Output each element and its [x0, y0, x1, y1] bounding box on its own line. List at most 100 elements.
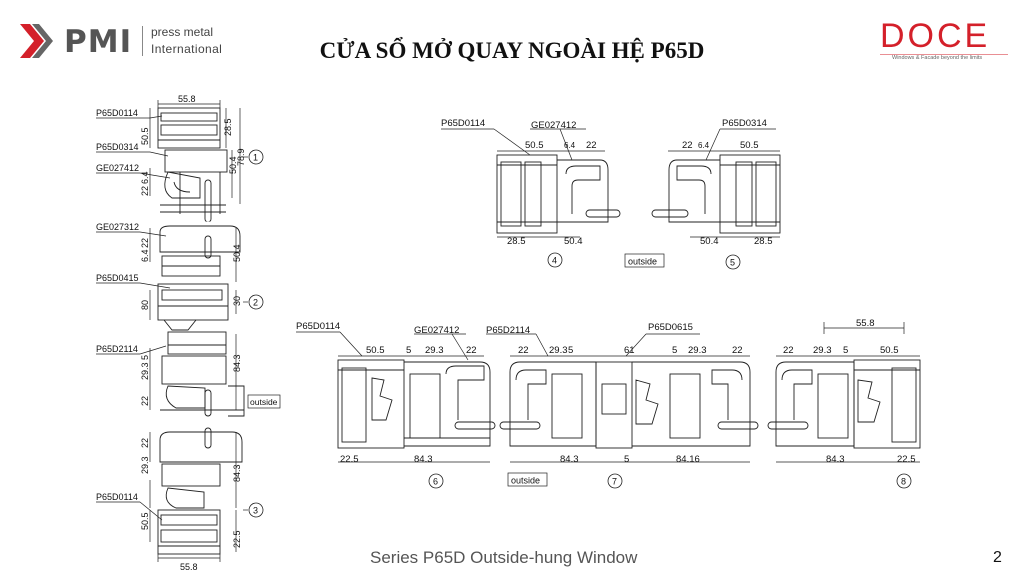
- part-code-label: P65D2114: [96, 344, 138, 354]
- callout-number: 6: [433, 477, 438, 487]
- sash-profile-mid-2: [167, 331, 227, 355]
- gasket: [445, 365, 485, 420]
- part-code-label: P65D2114: [486, 325, 530, 336]
- dim-text: 5: [140, 355, 150, 360]
- section-5: [651, 154, 781, 234]
- pmi-logo: PMI press metal International: [20, 22, 222, 64]
- dim-text: 5: [406, 345, 411, 356]
- dim-text: 50.4: [700, 236, 719, 247]
- dim-text: 22.5: [897, 454, 916, 465]
- dim-text: 55.8: [178, 94, 196, 104]
- gasket: [676, 165, 712, 214]
- part-code-label: P65D0114: [96, 108, 138, 118]
- dim-text: 22: [732, 345, 743, 356]
- section-6-dims: [296, 331, 490, 463]
- dim-text: 50.5: [366, 345, 385, 356]
- dim-text: 84.3: [414, 454, 433, 465]
- callout-number: 3: [253, 506, 258, 516]
- dim-text: 22: [518, 345, 529, 356]
- dim-text: 29.3: [140, 456, 150, 474]
- dim-text: 5: [672, 345, 677, 356]
- part-code-label: P65D0615: [648, 322, 693, 333]
- dim-text: 50.4: [228, 156, 238, 174]
- page-number: 2: [993, 549, 1002, 566]
- part-code-label: P65D0114: [441, 118, 485, 129]
- doce-underline: [880, 54, 1008, 55]
- frame-profile-bottom: [157, 509, 221, 555]
- dim-text: 22.5: [340, 454, 359, 465]
- dim-text: 78.9: [236, 148, 246, 166]
- sash-profile-lower: [161, 355, 227, 385]
- sash-profile-left: [509, 361, 597, 447]
- dim-text: 84.3: [826, 454, 845, 465]
- dim-text: 50.4: [232, 244, 242, 262]
- dim-text: 22: [140, 238, 150, 248]
- left-callouts: 1 2 3 outside: [247, 149, 281, 518]
- pmi-wordmark: PMI: [64, 24, 133, 60]
- dim-text: 50.5: [140, 512, 150, 530]
- sash-profile: [557, 159, 609, 223]
- thermal-break: [635, 379, 659, 425]
- dim-text: 50.5: [525, 140, 544, 151]
- thermal-break: [371, 377, 393, 421]
- section-8-dims: [776, 322, 920, 463]
- callout-number: 7: [612, 477, 617, 487]
- dim-text: 61: [624, 345, 635, 356]
- doce-wordmark: DOCE: [880, 17, 991, 55]
- dim-text: 5: [568, 345, 573, 356]
- gasket: [565, 165, 601, 214]
- dim-text: 22: [466, 345, 477, 356]
- dim-text: 22: [140, 438, 150, 448]
- section-6: [337, 359, 496, 449]
- gasket: [711, 369, 743, 420]
- footer-caption: Series P65D Outside-hung Window: [370, 548, 638, 567]
- left-labels: 55.8 P65D0114 P65D0314 GE027412 GE027312…: [96, 94, 246, 572]
- part-code-label: GE027312: [96, 222, 139, 232]
- glass-pane: [204, 427, 212, 449]
- pmi-subtitle-1: press metal: [151, 25, 214, 39]
- glass-pane: [767, 421, 809, 430]
- dim-text: 22: [586, 140, 597, 151]
- thermal-break: [857, 379, 881, 423]
- sash-profile: [404, 361, 491, 447]
- dim-text: 5: [624, 454, 629, 465]
- pmi-separator: [142, 26, 143, 56]
- section-6-labels: P65D0114 GE027412 50.5 5 29.3 22 22.5 84…: [296, 321, 477, 489]
- dim-text: 29.3: [425, 345, 444, 356]
- dim-text: 22.5: [232, 530, 242, 548]
- callout-number: 8: [901, 477, 906, 487]
- dim-text: 28.5: [223, 118, 233, 136]
- dim-text: 84.3: [560, 454, 579, 465]
- dim-text: 80: [140, 300, 150, 310]
- dim-text: 29.3: [140, 362, 150, 380]
- doce-tagline: Windows & Facade beyond the limits: [892, 55, 983, 61]
- section-4-labels: P65D0114 GE027412 50.5 6.4 22 28.5 50.4 …: [441, 118, 597, 268]
- dim-text: 6.4: [140, 249, 150, 262]
- callout-number: 2: [253, 298, 258, 308]
- part-code-label: P65D0114: [96, 492, 138, 502]
- sash-profile-bottom: [161, 463, 221, 487]
- callout-number: 1: [253, 153, 258, 163]
- glass-pane: [651, 209, 689, 218]
- left-vertical-section: [157, 107, 245, 555]
- section-5-dims: [668, 128, 780, 238]
- outside-label: outside: [511, 476, 540, 486]
- dim-text: 28.5: [754, 236, 773, 247]
- dim-text: 6.4: [564, 141, 576, 150]
- dim-text: 55.8: [856, 318, 875, 329]
- part-code-label: GE027412: [414, 325, 459, 336]
- part-code-label: P65D0415: [96, 273, 139, 283]
- dim-text: 84.3: [232, 464, 242, 482]
- dim-text: 6.4: [140, 171, 150, 184]
- glass-pane: [717, 421, 759, 430]
- transom-profile: [157, 283, 229, 321]
- section-4-dims: [441, 128, 605, 238]
- dim-text: 29.3: [813, 345, 832, 356]
- page-title: CỬA SỔ MỞ QUAY NGOÀI HỆ P65D: [319, 38, 705, 63]
- left-dimension-lines: [96, 100, 248, 562]
- outside-label: outside: [628, 257, 657, 267]
- dim-text: 84.16: [676, 454, 700, 465]
- dim-text: 50.5: [740, 140, 759, 151]
- dim-text: 29.3: [549, 345, 568, 356]
- sash-profile: [668, 159, 720, 223]
